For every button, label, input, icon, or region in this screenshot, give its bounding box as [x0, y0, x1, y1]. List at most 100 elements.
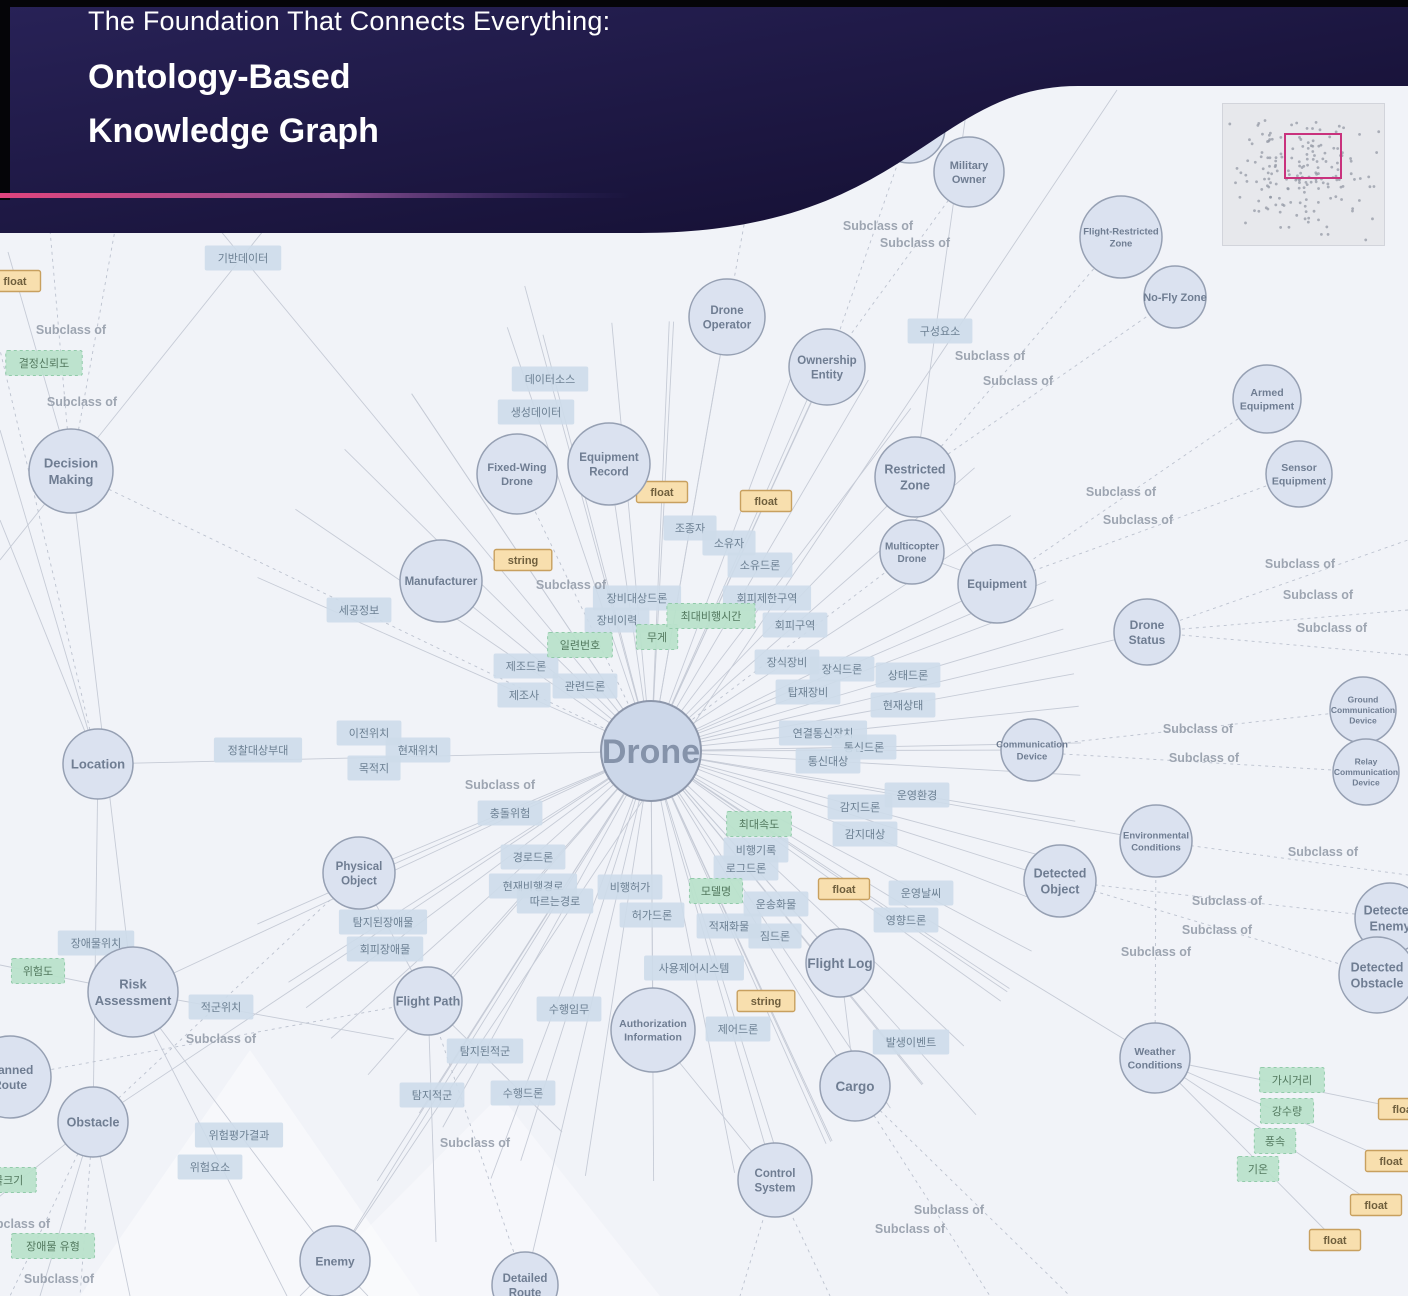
edge-label-blue[interactable]: 제조드론	[493, 653, 559, 679]
edge-label-blue[interactable]: 따르는경로	[516, 888, 594, 914]
edge-label-blue[interactable]: 현재위치	[385, 737, 451, 763]
edge-label-green[interactable]: 일련번호	[547, 632, 613, 658]
edge-label-green[interactable]: 기온	[1236, 1156, 1280, 1182]
edge-label-blue[interactable]: 상태드론	[875, 662, 941, 688]
edge-label-blue[interactable]: 제조사	[497, 682, 551, 708]
edge-label-orange[interactable]: float	[1349, 1193, 1403, 1217]
edge-label-blue[interactable]: 비행허가	[597, 874, 663, 900]
edge-label-orange[interactable]: float	[635, 480, 689, 504]
edge-label-orange[interactable]: float	[1377, 1097, 1408, 1121]
edge-label-blue[interactable]: 영향드론	[873, 907, 939, 933]
edge-label-blue[interactable]: 감지대상	[832, 821, 898, 847]
edge-label-blue[interactable]: 수행임무	[536, 996, 602, 1022]
edge-label-blue[interactable]: 세공정보	[326, 597, 392, 623]
edge-label-blue[interactable]: 위험요소	[177, 1154, 243, 1180]
edge-label-blue[interactable]: 탐지된적군	[446, 1038, 524, 1064]
edge-label-blue[interactable]: 장비이력	[584, 607, 650, 633]
edge-label-orange[interactable]: float	[1308, 1228, 1362, 1252]
edge-label-orange[interactable]: string	[493, 548, 553, 572]
graph-minimap[interactable]	[1222, 103, 1385, 246]
edge-label-blue[interactable]: 감지드론	[827, 794, 893, 820]
edge-label-green[interactable]: 풍속	[1253, 1128, 1297, 1154]
node-enemy[interactable]: Enemy	[299, 1225, 371, 1296]
edge-label-blue[interactable]: 허가드론	[619, 902, 685, 928]
edge-label-blue[interactable]: 관련드론	[552, 673, 618, 699]
edge-label-blue[interactable]: 장식드론	[809, 656, 875, 682]
edge-label-blue[interactable]: 탐지적군	[399, 1082, 465, 1108]
node-no-fly-zone[interactable]: No-Fly Zone	[1143, 265, 1207, 329]
edge-label-blue[interactable]: 기반데이터	[204, 245, 282, 271]
edge-label-green[interactable]: 모델명	[688, 878, 744, 904]
edge-label-orange[interactable]: float	[1364, 1149, 1408, 1173]
edge-label-blue[interactable]: 로그드론	[713, 855, 779, 881]
edge-label-blue[interactable]: 탐지된장애물	[338, 909, 428, 935]
edge-label-blue[interactable]: 적군위치	[188, 994, 254, 1020]
edge-label-blue[interactable]: 장식장비	[754, 649, 820, 675]
edge-label-blue[interactable]: 탑재장비	[775, 679, 841, 705]
edge-label-green[interactable]: 강수량	[1259, 1098, 1315, 1124]
node-flight-path[interactable]: Flight Path	[393, 966, 463, 1036]
edge-label-blue[interactable]: 장애물위치	[57, 930, 135, 956]
node-equipment[interactable]: Equipment	[957, 544, 1037, 624]
minimap-viewport[interactable]	[1284, 133, 1342, 179]
edge-label-blue[interactable]: 소유자	[702, 530, 756, 556]
edge-label-green[interactable]: 최대속도	[726, 811, 792, 837]
edge-label-green[interactable]: 무게	[635, 624, 679, 650]
edge-label-blue[interactable]: 사용제어시스템	[644, 955, 744, 981]
edge-label-orange[interactable]: string	[736, 989, 796, 1013]
edge-label-blue[interactable]: 회피구역	[762, 612, 828, 638]
edge-label-green[interactable]: 장애물크기	[0, 1167, 37, 1193]
edge-label-blue[interactable]: 제어드론	[705, 1016, 771, 1042]
edge-label-green[interactable]: 가시거리	[1259, 1067, 1325, 1093]
edge-label-green[interactable]: 장애물 유형	[10, 1233, 96, 1259]
node-drone[interactable]: Drone	[600, 700, 702, 802]
edge-label-blue[interactable]: 운영환경	[884, 782, 950, 808]
edge-label-blue[interactable]: 정찰대상부대	[213, 737, 303, 763]
node-cargo[interactable]: Cargo	[819, 1050, 891, 1122]
edge-label-blue[interactable]: 충돌위험	[477, 800, 543, 826]
edge-label-blue[interactable]: 발생이벤트	[872, 1029, 950, 1055]
node-detected-enemy[interactable]: DetectedEnemy	[1354, 882, 1408, 954]
edge-label-orange[interactable]: float	[0, 269, 42, 293]
edge-label-blue[interactable]: 소유드론	[727, 552, 793, 578]
edge-label-green[interactable]: 결정신뢰도	[5, 350, 83, 376]
edge-label-blue[interactable]: 현재상태	[870, 692, 936, 718]
edge-label-blue[interactable]: 생성데이터	[497, 399, 575, 425]
edge-label-blue[interactable]: 짐드론	[748, 923, 802, 949]
edge-label-green[interactable]: 위험도	[10, 958, 66, 984]
node-planned-route[interactable]: PlannedRoute	[0, 1035, 52, 1119]
edge-label-blue[interactable]: 운영날씨	[888, 880, 954, 906]
edge-label-blue[interactable]: 회피장애물	[346, 936, 424, 962]
edge-label-blue[interactable]: 구성요소	[907, 318, 973, 344]
edge-label-blue[interactable]: 장비대상드론	[592, 585, 682, 611]
edge-label-blue[interactable]: 경로드론	[500, 844, 566, 870]
edge-label-blue[interactable]: 목적지	[347, 755, 401, 781]
edge-label-blue[interactable]: 운송화물	[743, 891, 809, 917]
edge-label-green[interactable]: 최대비행시간	[666, 603, 756, 629]
node-flight-log[interactable]: Flight Log	[805, 928, 875, 998]
edge-label-orange[interactable]: float	[739, 489, 793, 513]
edge-label-orange[interactable]: float	[817, 877, 871, 901]
